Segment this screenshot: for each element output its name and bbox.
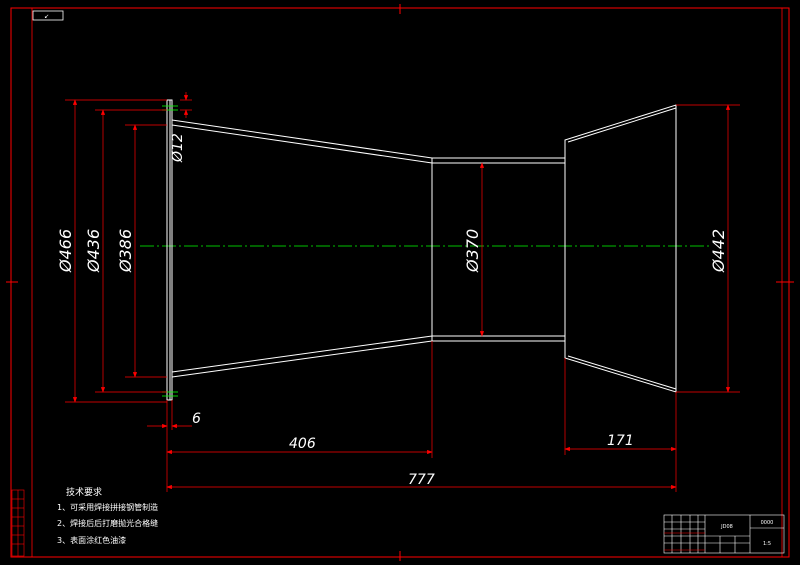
title-block-main: JD08 <box>720 524 733 530</box>
tech-note-3: 3、表面涂红色油漆 <box>57 535 126 545</box>
dim-right-length: 171 <box>607 433 634 449</box>
dim-d442: Ø442 <box>709 229 728 273</box>
dim-cone-length: 406 <box>289 436 316 452</box>
dim-d466: Ø466 <box>56 229 75 273</box>
tech-note-2: 2、焊接后后打磨抛光合格缝 <box>57 518 158 528</box>
frame-center-marks <box>6 4 794 561</box>
dim-d436: Ø436 <box>84 229 103 273</box>
tech-notes-title: 技术要求 <box>66 486 102 498</box>
dim-d12: Ø12 <box>170 133 186 163</box>
dim-d386: Ø386 <box>116 229 135 273</box>
title-block-red-lines <box>664 532 705 551</box>
revision-strip <box>11 489 25 557</box>
title-block <box>663 514 785 554</box>
inner-frame <box>31 7 783 558</box>
title-block-right: 0000 <box>761 520 774 526</box>
corner-tag-box <box>32 10 64 21</box>
dim-flange-thickness: 6 <box>192 411 201 427</box>
outer-frame <box>10 7 790 558</box>
tech-note-1: 1、可采用焊接拼接钢管制造 <box>57 502 158 512</box>
dim-d370: Ø370 <box>463 229 482 273</box>
diameter-dimension-lines <box>65 92 740 403</box>
dim-total-length: 777 <box>408 472 435 488</box>
length-dimension-lines <box>147 341 677 492</box>
part-outline <box>166 99 677 401</box>
corner-tag-text: ↙ <box>44 13 49 20</box>
title-block-ratio: 1:5 <box>763 541 771 547</box>
